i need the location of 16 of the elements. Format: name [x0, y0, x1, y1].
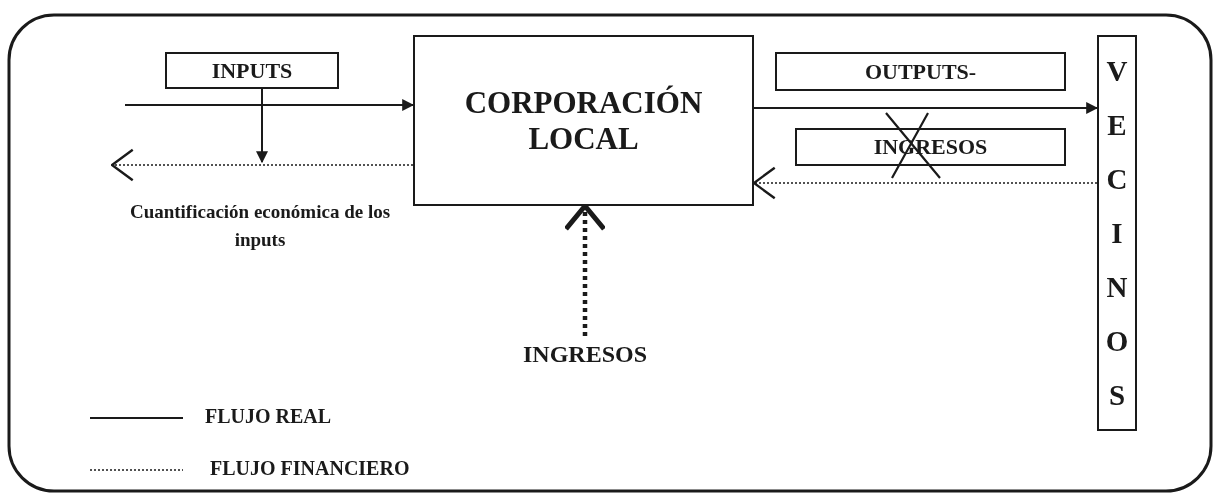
box-label: INPUTS — [211, 57, 293, 84]
process-box — [165, 52, 339, 89]
node-text: INGRESOS — [522, 340, 647, 368]
arrow — [754, 102, 1099, 114]
process-box — [775, 52, 1066, 91]
annotation-text: Cuantificación económica de los inputs — [128, 200, 392, 252]
box-label: OUTPUTS- — [864, 58, 977, 85]
box-label: VECINOS — [1104, 54, 1130, 413]
box-label: CORPORACIÓN LOCAL — [463, 84, 704, 157]
arrow — [110, 148, 414, 182]
process-box — [413, 35, 754, 206]
arrow — [125, 99, 415, 111]
vertical-box — [1097, 35, 1137, 431]
arrow — [256, 88, 268, 164]
legend-text: FLUJO REAL — [205, 405, 332, 428]
legend-text: FLUJO FINANCIERO — [210, 457, 410, 480]
